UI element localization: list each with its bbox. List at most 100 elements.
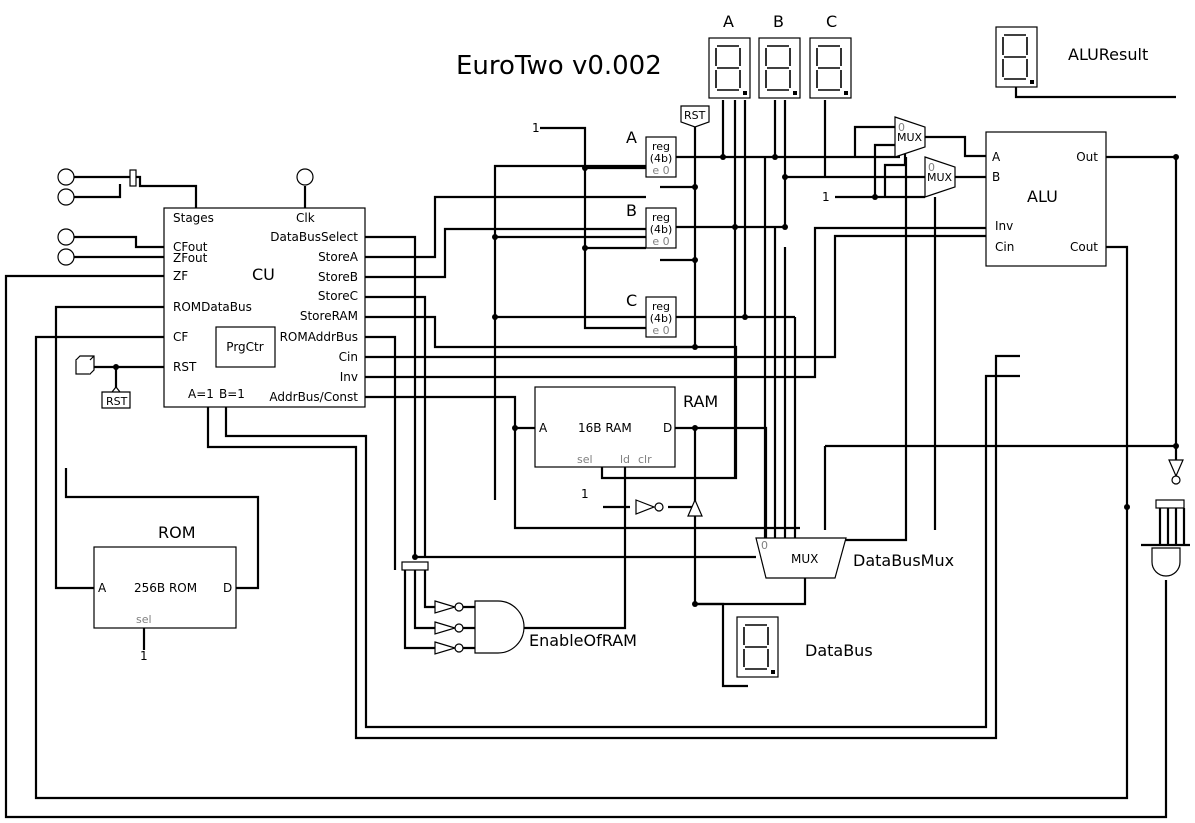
svg-text:sel: sel	[577, 453, 593, 466]
svg-text:(4b): (4b)	[650, 152, 673, 165]
svg-text:RST: RST	[173, 360, 197, 374]
svg-text:StoreB: StoreB	[318, 270, 358, 284]
svg-text:StoreC: StoreC	[318, 289, 358, 303]
register-a: A reg (4b) e 0	[626, 128, 677, 178]
svg-text:ZFout: ZFout	[173, 251, 208, 265]
svg-text:StoreA: StoreA	[318, 250, 359, 264]
svg-text:ROMDataBus: ROMDataBus	[173, 300, 252, 314]
svg-text:RST: RST	[106, 395, 128, 408]
svg-text:(4b): (4b)	[650, 223, 673, 236]
reset-button[interactable]	[75, 355, 95, 375]
svg-text:clr: clr	[638, 453, 652, 466]
svg-text:0: 0	[898, 121, 905, 134]
const-one-alu-b: 1	[822, 190, 830, 204]
svg-text:Cout: Cout	[1070, 240, 1098, 254]
svg-text:D: D	[223, 581, 232, 595]
display-c: C	[809, 12, 852, 99]
display-data-bus: DataBus	[736, 616, 873, 678]
svg-text:MUX: MUX	[791, 552, 818, 566]
svg-text:DataBus: DataBus	[805, 641, 873, 660]
svg-text:EnableOfRAM: EnableOfRAM	[529, 631, 637, 650]
svg-text:B: B	[626, 201, 637, 220]
svg-text:Cin: Cin	[995, 240, 1014, 254]
svg-text:A: A	[626, 128, 637, 147]
rst-tag-top: RST	[680, 105, 710, 128]
svg-text:RAM: RAM	[683, 392, 718, 411]
svg-text:Cin: Cin	[339, 350, 358, 364]
circuit-title: EuroTwo v0.002	[456, 51, 662, 81]
alu-b-mux: 0 MUX	[924, 156, 956, 198]
svg-text:ROMAddrBus: ROMAddrBus	[280, 330, 358, 344]
svg-text:reg: reg	[652, 140, 670, 153]
ram: RAM 16B RAM A D sel ld clr	[534, 386, 718, 468]
register-b: B reg (4b) e 0	[626, 201, 677, 249]
zero-flag-detector	[1141, 459, 1190, 577]
const-one-ram-sel: 1	[581, 487, 589, 501]
svg-text:A: A	[723, 12, 734, 31]
const-one-rom-sel: 1	[140, 649, 148, 663]
stage-input-pin-2[interactable]	[57, 188, 75, 206]
zfout-input-pin[interactable]	[57, 248, 75, 266]
svg-text:MUX: MUX	[927, 171, 953, 184]
wires	[4, 87, 1178, 819]
svg-text:RST: RST	[684, 109, 706, 122]
svg-text:e 0: e 0	[652, 235, 669, 248]
svg-text:StoreRAM: StoreRAM	[300, 309, 358, 323]
input-pins[interactable]	[57, 168, 314, 266]
ram-load-inverter	[635, 498, 703, 517]
svg-text:ZF: ZF	[173, 269, 188, 283]
svg-text:B: B	[773, 12, 784, 31]
svg-text:sel: sel	[136, 613, 152, 626]
const-one-register-clock: 1	[532, 121, 540, 135]
svg-text:D: D	[663, 421, 672, 435]
svg-text:Clk: Clk	[296, 211, 315, 225]
svg-text:0: 0	[761, 539, 768, 552]
svg-text:DataBusSelect: DataBusSelect	[270, 230, 358, 244]
display-b: B	[758, 12, 801, 99]
svg-text:Inv: Inv	[340, 370, 358, 384]
svg-text:C: C	[826, 12, 837, 31]
svg-text:ROM: ROM	[158, 523, 196, 542]
svg-text:MUX: MUX	[897, 131, 923, 144]
svg-text:A: A	[992, 150, 1001, 164]
bit-splitter	[129, 169, 137, 187]
svg-text:ALU: ALU	[1027, 187, 1058, 206]
control-unit: CU Stages CFout ZFout ZF ROMDataBus CF R…	[163, 207, 366, 408]
wire-junctions	[113, 154, 1179, 607]
svg-text:PrgCtr: PrgCtr	[226, 340, 263, 354]
svg-text:A: A	[98, 581, 107, 595]
svg-text:Inv: Inv	[995, 219, 1013, 233]
svg-text:A: A	[539, 421, 548, 435]
cu-label: CU	[252, 265, 275, 284]
svg-text:e 0: e 0	[652, 324, 669, 337]
svg-text:CF: CF	[173, 330, 188, 344]
svg-text:(4b): (4b)	[650, 312, 673, 325]
svg-text:ld: ld	[620, 453, 630, 466]
svg-text:CFout: CFout	[173, 240, 208, 254]
svg-text:256B ROM: 256B ROM	[134, 581, 197, 595]
svg-text:DataBusMux: DataBusMux	[853, 551, 954, 570]
display-a: A	[708, 12, 751, 99]
svg-text:A=1: A=1	[188, 387, 214, 401]
svg-text:AddrBus/Const: AddrBus/Const	[269, 390, 358, 404]
alu: ALU A B Inv Cin Out Cout	[985, 131, 1107, 267]
svg-text:ALUResult: ALUResult	[1068, 45, 1148, 64]
rom: ROM 256B ROM A D sel	[93, 523, 237, 629]
enable-of-ram-logic: EnableOfRAM	[401, 561, 637, 655]
svg-text:Stages: Stages	[173, 211, 214, 225]
svg-text:B=1: B=1	[219, 387, 245, 401]
svg-text:16B RAM: 16B RAM	[578, 421, 632, 435]
svg-text:C: C	[626, 291, 637, 310]
svg-text:0: 0	[928, 161, 935, 174]
program-counter: PrgCtr	[215, 326, 276, 368]
svg-text:reg: reg	[652, 211, 670, 224]
data-bus-mux: 0 MUX DataBusMux	[755, 537, 954, 579]
alu-a-mux: 0 MUX	[894, 116, 926, 158]
cfout-input-pin[interactable]	[57, 228, 75, 246]
svg-text:Out: Out	[1076, 150, 1098, 164]
stage-input-pin-1[interactable]	[57, 168, 75, 186]
clock-input-pin[interactable]	[296, 168, 314, 186]
svg-text:e 0: e 0	[652, 164, 669, 177]
